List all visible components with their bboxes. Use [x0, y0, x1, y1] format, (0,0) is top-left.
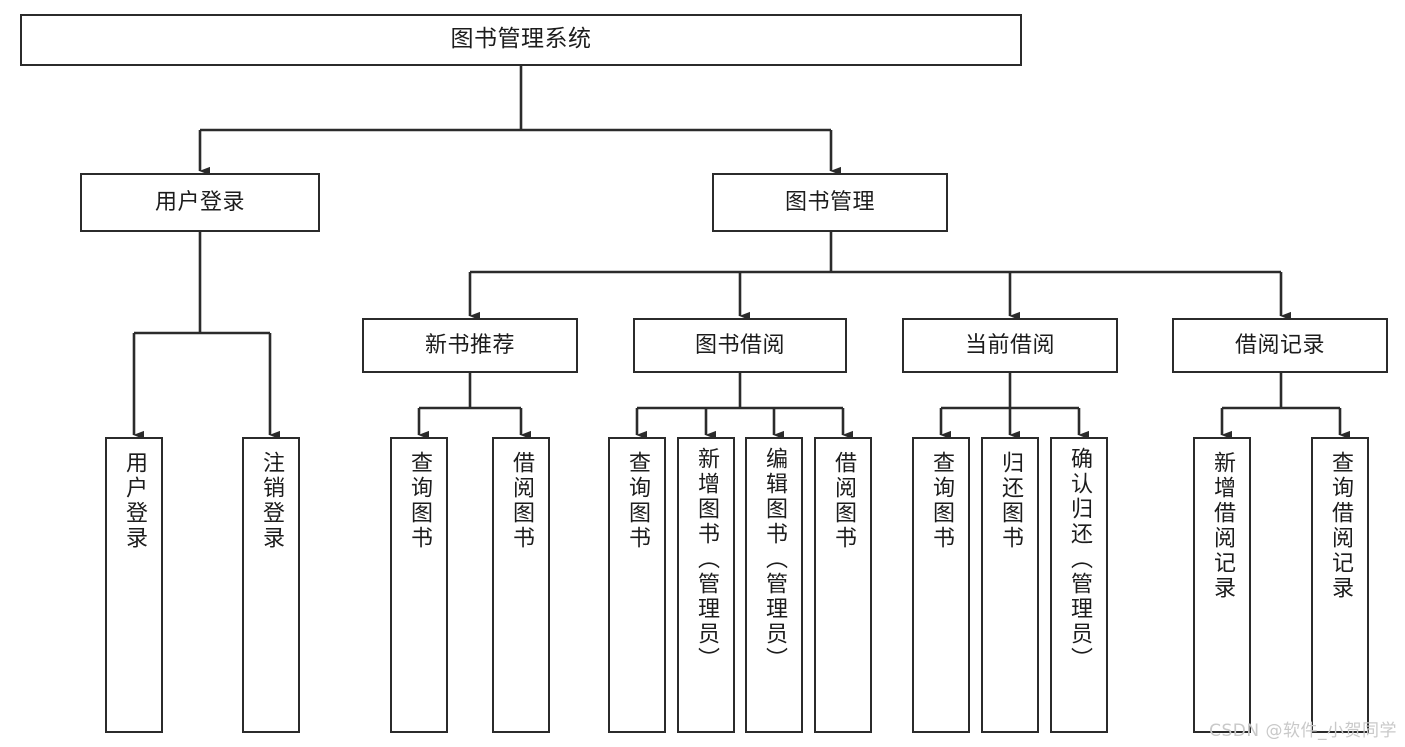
- node-current-borrow[interactable]: 当前借阅: [902, 318, 1118, 373]
- node-leaf-edit-book-admin[interactable]: 编辑图书（管理员）: [745, 437, 803, 733]
- node-label: 借阅记录: [1234, 332, 1325, 358]
- node-leaf-query-borrow-record[interactable]: 查询借阅记录: [1311, 437, 1369, 733]
- node-label: 新书推荐: [424, 332, 515, 358]
- node-label: 图书管理: [784, 189, 875, 215]
- csdn-watermark: CSDN @软件_小贺同学: [1209, 721, 1397, 741]
- node-label: 借阅图书: [509, 451, 534, 551]
- node-label: 用户登录: [122, 451, 147, 551]
- node-label: 图书借阅: [694, 332, 785, 358]
- node-book-management[interactable]: 图书管理: [712, 173, 948, 232]
- node-label: 查询借阅记录: [1328, 451, 1353, 601]
- node-label: 归还图书: [998, 451, 1023, 551]
- node-leaf-return-book[interactable]: 归还图书: [981, 437, 1039, 733]
- node-label: 编辑图书（管理员）: [762, 447, 787, 672]
- node-label: 查询图书: [625, 451, 650, 551]
- node-label: 借阅图书: [831, 451, 856, 551]
- node-leaf-confirm-return-admin[interactable]: 确认归还（管理员）: [1050, 437, 1108, 733]
- node-label: 查询图书: [407, 451, 432, 551]
- node-user-login[interactable]: 用户登录: [80, 173, 320, 232]
- node-leaf-user-login[interactable]: 用户登录: [105, 437, 163, 733]
- node-leaf-query-book-recommend[interactable]: 查询图书: [390, 437, 448, 733]
- node-leaf-borrow-book-recommend[interactable]: 借阅图书: [492, 437, 550, 733]
- node-leaf-borrow-book[interactable]: 借阅图书: [814, 437, 872, 733]
- node-label: 新增图书（管理员）: [694, 447, 719, 672]
- node-book-borrow[interactable]: 图书借阅: [633, 318, 847, 373]
- node-leaf-query-book-borrow[interactable]: 查询图书: [608, 437, 666, 733]
- node-borrow-record[interactable]: 借阅记录: [1172, 318, 1388, 373]
- node-label: 确认归还（管理员）: [1067, 447, 1092, 672]
- node-label: 注销登录: [259, 451, 284, 551]
- node-leaf-add-borrow-record[interactable]: 新增借阅记录: [1193, 437, 1251, 733]
- node-label: 新增借阅记录: [1210, 451, 1235, 601]
- node-label: 图书管理系统: [450, 26, 592, 53]
- node-label: 查询图书: [929, 451, 954, 551]
- node-leaf-add-book-admin[interactable]: 新增图书（管理员）: [677, 437, 735, 733]
- node-leaf-logout[interactable]: 注销登录: [242, 437, 300, 733]
- node-label: 用户登录: [154, 189, 245, 215]
- node-root-book-management-system[interactable]: 图书管理系统: [20, 14, 1022, 66]
- node-new-book-recommend[interactable]: 新书推荐: [362, 318, 578, 373]
- node-leaf-query-book-current[interactable]: 查询图书: [912, 437, 970, 733]
- node-label: 当前借阅: [964, 332, 1055, 358]
